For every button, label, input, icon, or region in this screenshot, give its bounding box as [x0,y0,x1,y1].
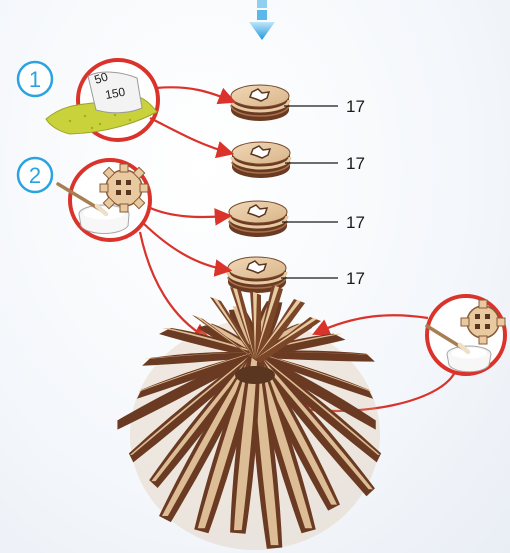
step-1-number: 1 [29,67,41,92]
arrow-glue-to-washer-4 [143,223,228,270]
arrow-sand-to-washer-1 [156,87,232,101]
glue-brush-icon [58,160,150,240]
hub-center [235,366,275,384]
tree-base-assembly [117,285,381,550]
washer-part: 17 [232,142,365,178]
glue-brush-icon-right [427,296,505,374]
part-number-label: 17 [346,213,365,232]
washer-part: 17 [231,85,365,121]
washer-stack: 17 17 17 17 [228,85,365,293]
gear-part-icon [100,164,148,212]
insert-direction-arrow-icon [249,0,275,40]
part-number-label: 17 [346,269,365,288]
part-number-label: 17 [346,154,365,173]
washer-part: 17 [229,201,365,237]
sandpaper-icon: 50 150 [46,60,158,140]
arrow-glue-to-hub-right-upper [316,315,428,333]
arrow-sand-to-washer-2 [150,118,230,153]
step-1-badge: 1 [18,62,52,96]
step-2-badge: 2 [18,158,52,192]
step-2-number: 2 [29,163,41,188]
part-number-label: 17 [346,97,365,116]
washer-part: 17 [228,257,365,293]
arrow-glue-to-washer-3 [148,207,228,217]
